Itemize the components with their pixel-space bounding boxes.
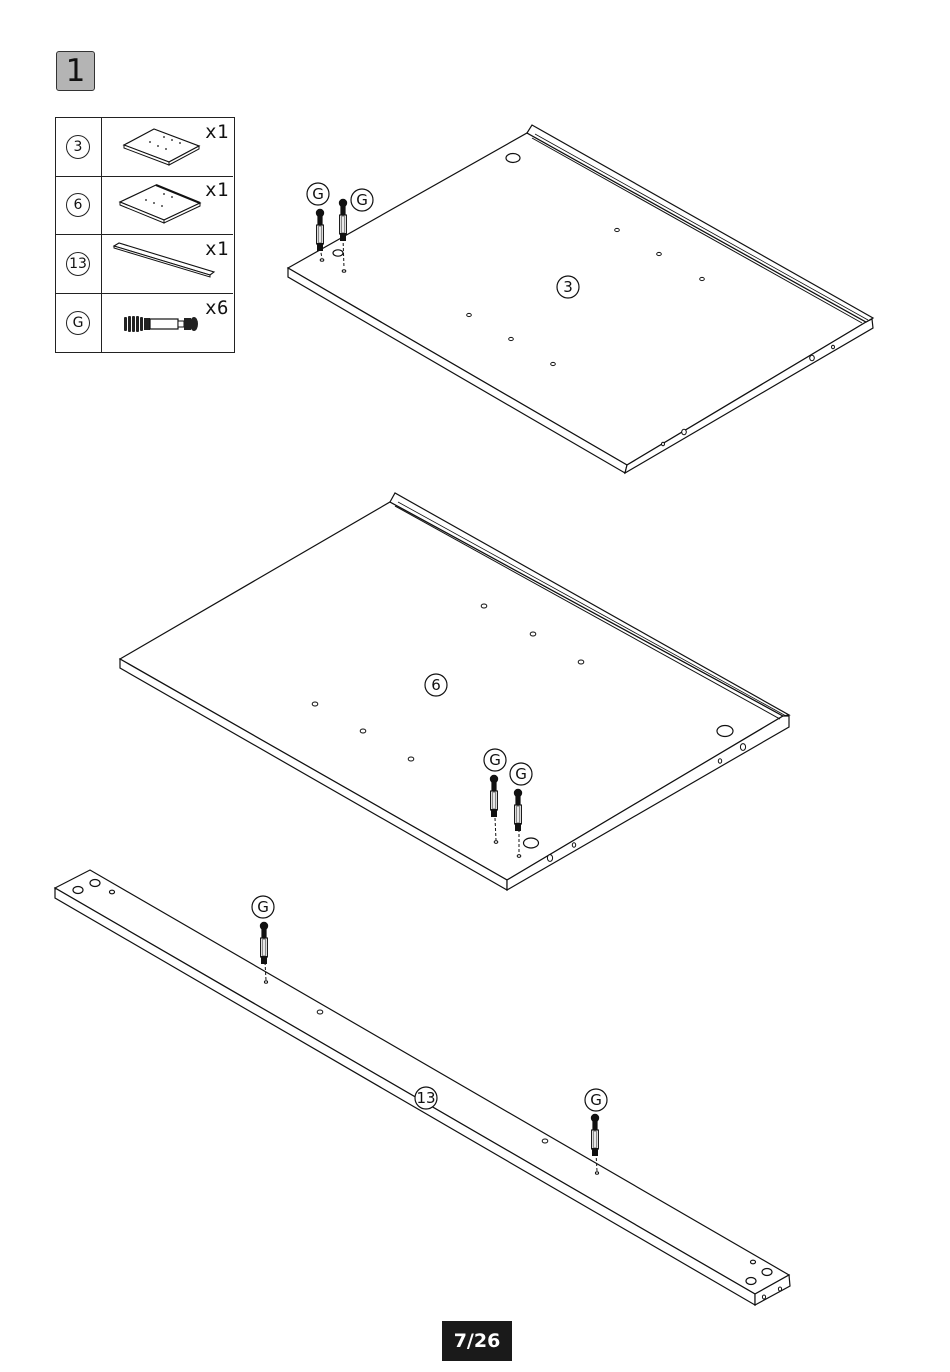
cam-bolt-icon <box>591 1114 599 1156</box>
fastener-label: G <box>257 898 269 916</box>
fastener-label: G <box>356 191 368 209</box>
fastener-label: G <box>590 1091 602 1109</box>
cam-bolt-icon <box>339 199 347 241</box>
panel-6-label: 6 <box>431 676 441 694</box>
cam-bolt-icon <box>490 775 498 817</box>
fastener-label: G <box>515 765 527 783</box>
fastener-label: G <box>489 751 501 769</box>
page-number: 7/26 <box>442 1321 512 1361</box>
fastener-label: G <box>312 185 324 203</box>
panel-3-drawing <box>288 125 873 473</box>
cam-bolt-icon <box>514 789 522 831</box>
cam-bolt-icon <box>260 922 268 964</box>
panel-6-drawing <box>120 493 789 890</box>
panel-3-label: 3 <box>563 278 573 296</box>
cam-bolt-icon <box>316 209 324 251</box>
rail-13-label: 13 <box>416 1089 435 1107</box>
